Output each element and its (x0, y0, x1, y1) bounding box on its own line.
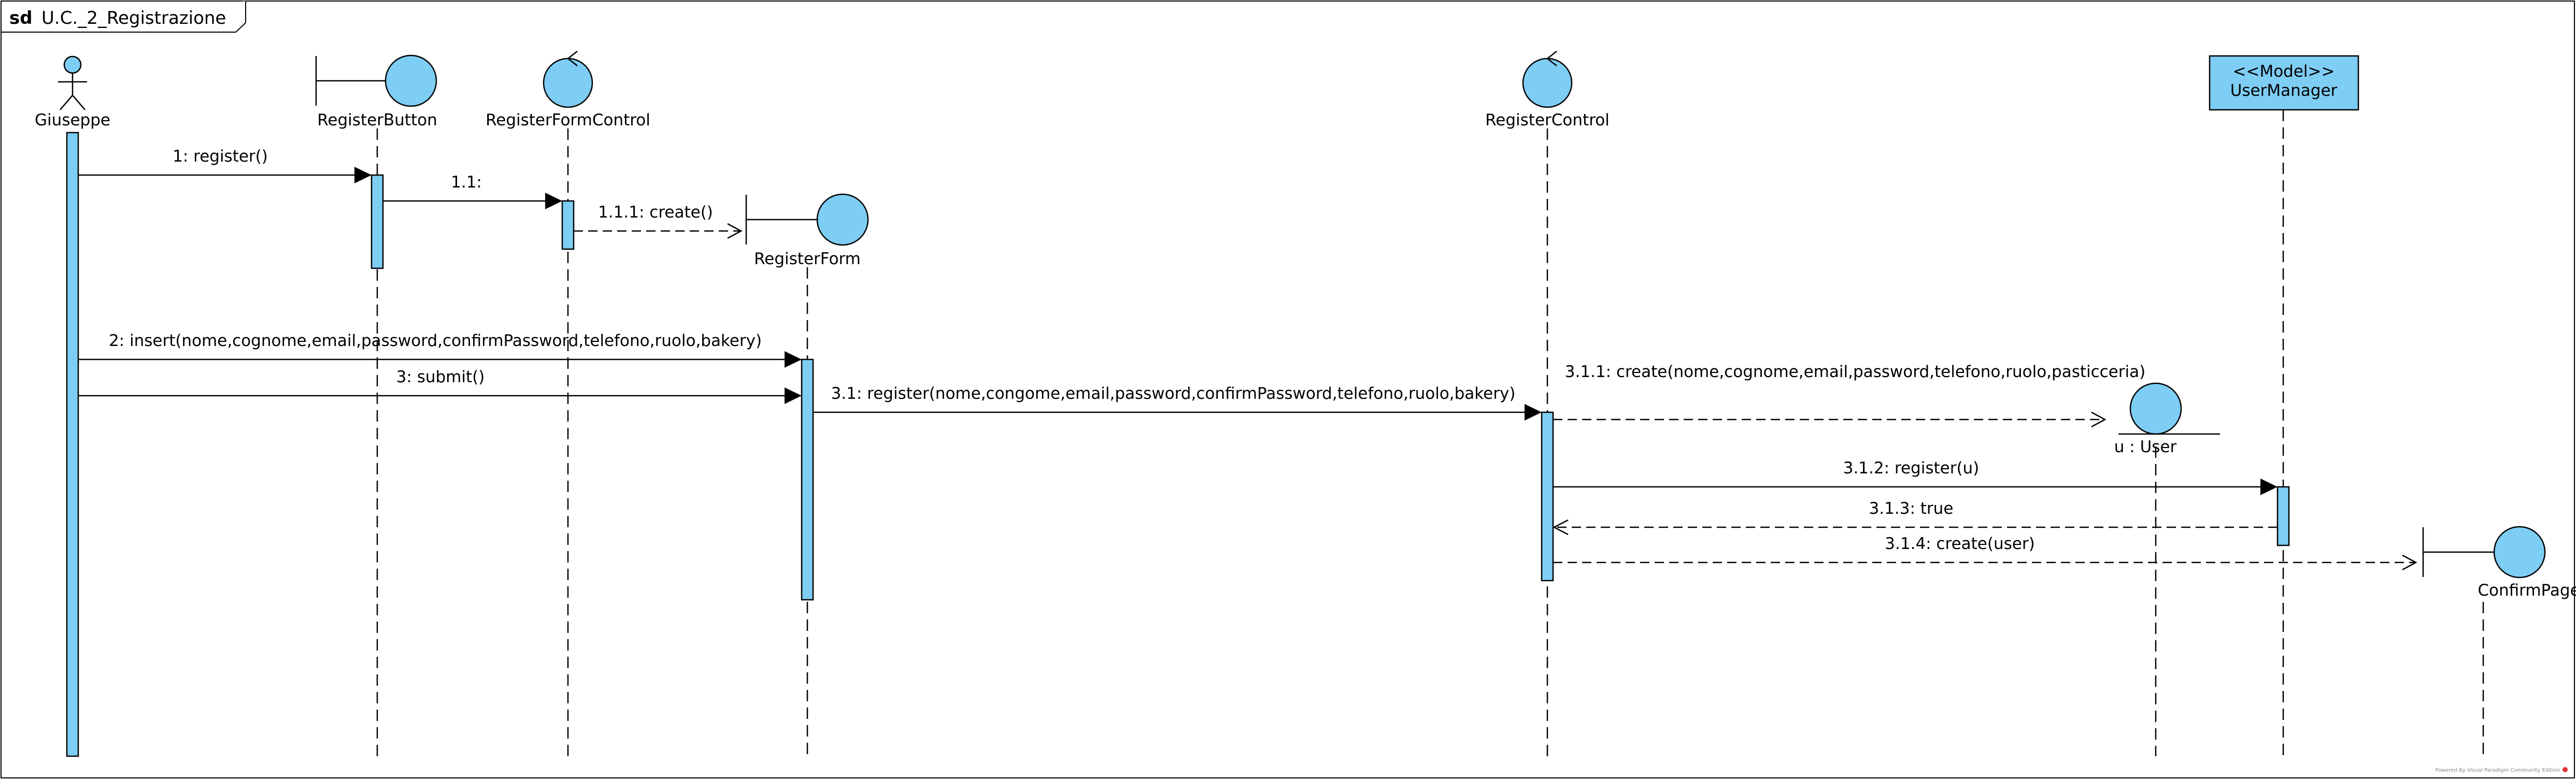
message-label: 1: register() (173, 147, 268, 166)
frame-keyword: sd (9, 8, 33, 28)
message-3-1-1: 3.1.1: create(nome,cognome,email,passwor… (1553, 363, 2145, 428)
boundary-icon (2422, 526, 2546, 579)
participant-register-form: RegisterForm (745, 193, 869, 268)
boundary-icon (315, 54, 437, 107)
frame-title: U.C._2_Registrazione (41, 8, 226, 28)
activation-register-form-control (561, 200, 575, 250)
message-3-1-2: 3.1.2: register(u) (1553, 459, 2278, 495)
activation-register-button (371, 174, 384, 269)
class-box (2209, 55, 2359, 111)
participant-name: RegisterFormControl (486, 111, 650, 129)
message-label: 1.1: (451, 173, 482, 192)
lifelines (376, 110, 2484, 756)
message-label: 3.1.2: register(u) (1843, 459, 1980, 478)
participant-user-manager: <<Model>> UserManager (2209, 55, 2359, 111)
message-3-1-3: 3.1.3: true (1553, 499, 2278, 536)
message-1-1-1: 1.1.1: create() (574, 203, 743, 239)
message-label: 2: insert(nome,cognome,email,password,co… (109, 331, 762, 350)
message-2: 2: insert(nome,cognome,email,password,co… (78, 331, 802, 368)
message-label: 3.1: register(nome,congome,email,passwor… (831, 384, 1516, 403)
message-label: 3: submit() (396, 368, 485, 386)
participant-register-form-control: RegisterFormControl (486, 51, 650, 129)
activation-register-control (1541, 411, 1554, 582)
control-icon (543, 51, 593, 108)
watermark-logo-icon (2563, 767, 2568, 772)
activation-bars (66, 132, 2290, 757)
participant-name: Giuseppe (35, 111, 110, 129)
participant-user: u : User (2114, 382, 2220, 456)
control-icon (1522, 51, 1573, 108)
stereotype-label: <<Model>> (2233, 62, 2335, 81)
message-3-1: 3.1: register(nome,congome,email,passwor… (813, 384, 1542, 421)
message-label: 1.1.1: create() (598, 203, 713, 222)
actor-icon (58, 55, 87, 110)
participant-confirm-page: ConfirmPage (2422, 526, 2576, 600)
message-label: 3.1.3: true (1869, 499, 1954, 518)
participant-giuseppe: Giuseppe (35, 55, 110, 129)
message-label: 3.1.1: create(nome,cognome,email,passwor… (1565, 363, 2145, 381)
message-1: 1: register() (78, 147, 372, 183)
activation-giuseppe (66, 132, 79, 757)
participant-name: ConfirmPage (2478, 581, 2576, 600)
message-label: 3.1.4: create(user) (1885, 535, 2034, 553)
boundary-icon (745, 193, 869, 246)
message-1-1: 1.1: (383, 173, 562, 209)
participant-name: RegisterButton (317, 111, 437, 129)
entity-icon (2118, 382, 2220, 435)
watermark-text: Powered By Visual Paradigm Community Edi… (2435, 768, 2560, 773)
message-3-1-4: 3.1.4: create(user) (1553, 535, 2417, 571)
participant-register-control: RegisterControl (1485, 51, 1610, 129)
participant-name: UserManager (2230, 81, 2338, 100)
messages: 1: register() 1.1: 1.1.1: create() 2: in… (78, 147, 2417, 571)
participant-name: RegisterForm (754, 250, 861, 268)
activation-register-form (801, 358, 814, 601)
participant-name: u : User (2114, 438, 2177, 456)
activation-user-manager (2276, 486, 2290, 546)
message-3: 3: submit() (78, 368, 802, 404)
participant-name: RegisterControl (1485, 111, 1610, 129)
watermark: Powered By Visual Paradigm Community Edi… (2435, 767, 2568, 773)
participant-register-button: RegisterButton (315, 54, 437, 129)
